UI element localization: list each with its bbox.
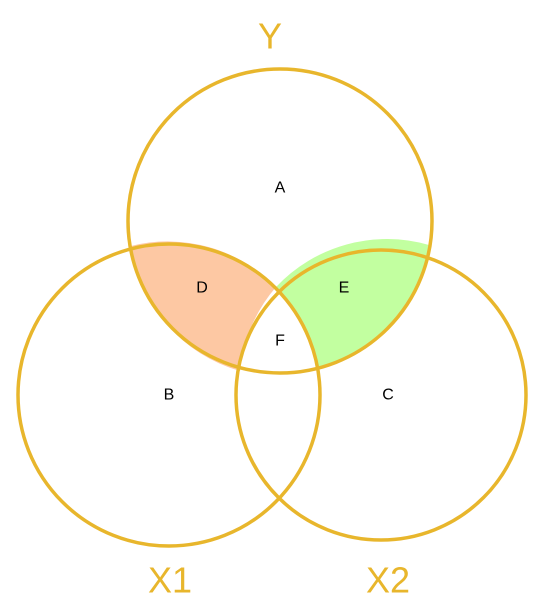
set-title-y: Y xyxy=(258,16,282,57)
set-title-x1: X1 xyxy=(148,560,192,601)
region-label-b: B xyxy=(164,387,175,404)
region-label-f: F xyxy=(275,333,285,350)
set-title-x2: X2 xyxy=(366,560,410,601)
region-d-shading xyxy=(131,241,276,371)
region-label-c: C xyxy=(382,387,394,404)
region-label-e: E xyxy=(339,280,350,297)
set-circle-y xyxy=(126,67,434,375)
region-e-shading xyxy=(276,239,429,369)
set-circle-x1 xyxy=(16,242,322,548)
set-circle-x2 xyxy=(234,248,528,542)
region-label-d: D xyxy=(196,280,208,297)
region-label-a: A xyxy=(275,180,286,197)
